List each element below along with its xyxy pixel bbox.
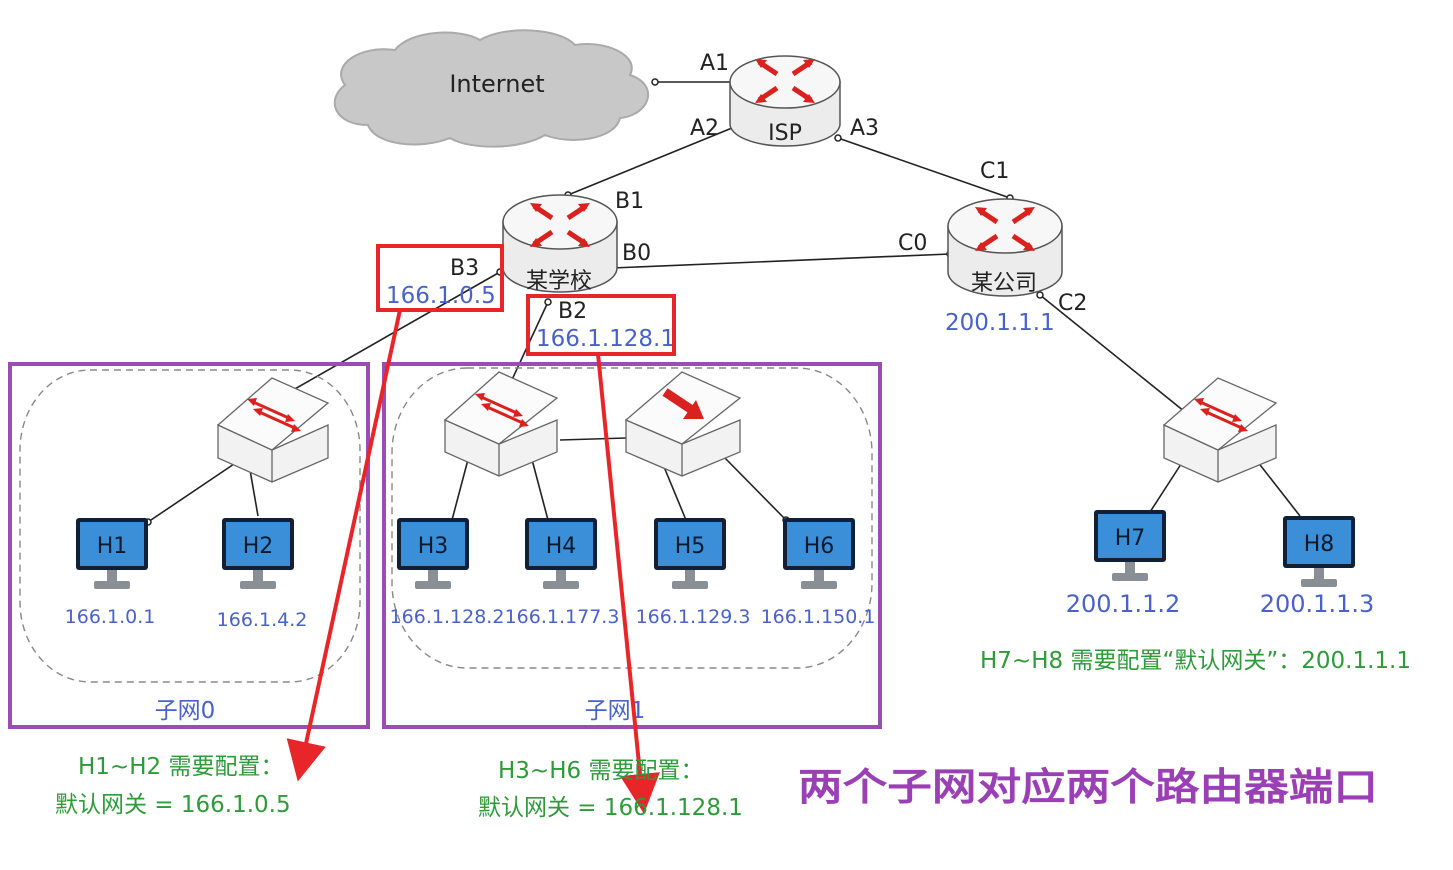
host-h3-label: H3 — [418, 534, 449, 559]
host-h1-icon: H1 — [76, 518, 148, 589]
port-c1: C1 — [980, 159, 1009, 184]
school-label: 某学校 — [526, 269, 592, 294]
host-h7-icon: H7 — [1094, 510, 1166, 581]
internet-cloud-icon: Internet — [333, 29, 650, 148]
b3-gateway-arrow — [286, 309, 402, 782]
host-h5-ip: 166.1.129.3 — [636, 606, 751, 628]
host-h5-label: H5 — [675, 534, 706, 559]
port-a1: A1 — [700, 51, 729, 76]
headline: 两个子网对应两个路由器端口 — [798, 765, 1378, 809]
subnet0-label: 子网0 — [155, 698, 216, 724]
company-ip: 200.1.1.1 — [945, 310, 1055, 336]
host-h2-label: H2 — [243, 534, 274, 559]
company-router-icon — [947, 198, 1063, 297]
subnet1-bridge-icon — [624, 371, 742, 477]
subnet1-switch-icon — [443, 371, 559, 477]
note-h3-h6-line1: H3~H6 需要配置： — [498, 758, 703, 784]
host-h5-icon: H5 — [654, 518, 726, 589]
host-h1-ip: 166.1.0.1 — [65, 606, 156, 628]
b3-ip: 166.1.0.5 — [386, 283, 496, 309]
host-h8-label: H8 — [1304, 532, 1335, 557]
isp-router-icon — [729, 55, 841, 147]
subnet0-box — [8, 362, 370, 729]
port-c0: C0 — [898, 231, 927, 256]
port-b2: B2 — [558, 299, 587, 324]
b2-gateway-arrow — [596, 353, 660, 814]
subnet0-switch-icon — [216, 377, 330, 483]
company-switch-icon — [1162, 377, 1278, 483]
host-h8-icon: H8 — [1283, 516, 1355, 587]
host-h1-label: H1 — [97, 534, 128, 559]
company-label: 某公司 — [971, 271, 1037, 296]
host-h7-label: H7 — [1115, 526, 1146, 551]
host-h4-ip: 166.1.177.3 — [505, 606, 620, 628]
host-h7-ip: 200.1.1.2 — [1066, 590, 1181, 618]
host-h6-icon: H6 — [783, 518, 855, 589]
host-h4-label: H4 — [546, 534, 577, 559]
port-a2: A2 — [690, 116, 719, 141]
host-h2-ip: 166.1.4.2 — [217, 609, 308, 631]
note-h1-h2-line2: 默认网关 = 166.1.0.5 — [55, 792, 291, 818]
school-router-icon — [502, 194, 618, 293]
port-b3: B3 — [450, 256, 479, 281]
host-h4-icon: H4 — [525, 518, 597, 589]
port-a3: A3 — [850, 116, 879, 141]
host-h8-ip: 200.1.1.3 — [1260, 590, 1375, 618]
internet-label: Internet — [449, 70, 544, 98]
host-h2-icon: H2 — [222, 518, 294, 589]
note-h3-h6-line2: 默认网关 = 166.1.128.1 — [478, 795, 743, 821]
port-b1: B1 — [615, 189, 644, 214]
host-h3-ip: 166.1.128.2 — [390, 606, 505, 628]
isp-label: ISP — [768, 121, 802, 146]
subnet1-box — [382, 362, 882, 729]
b3-highlight-box — [376, 244, 504, 312]
note-h7-h8: H7~H8 需要配置“默认网关”：200.1.1.1 — [980, 648, 1411, 674]
port-c2: C2 — [1058, 291, 1087, 316]
b2-ip: 166.1.128.1 — [536, 326, 675, 352]
subnet1-boundary — [391, 367, 873, 669]
host-h6-label: H6 — [804, 534, 835, 559]
port-b0: B0 — [622, 241, 651, 266]
note-h1-h2-line1: H1~H2 需要配置： — [78, 754, 283, 780]
host-h6-ip: 166.1.150.1 — [761, 606, 876, 628]
b2-highlight-box — [526, 294, 676, 356]
subnet0-boundary — [19, 369, 361, 683]
host-h3-icon: H3 — [397, 518, 469, 589]
